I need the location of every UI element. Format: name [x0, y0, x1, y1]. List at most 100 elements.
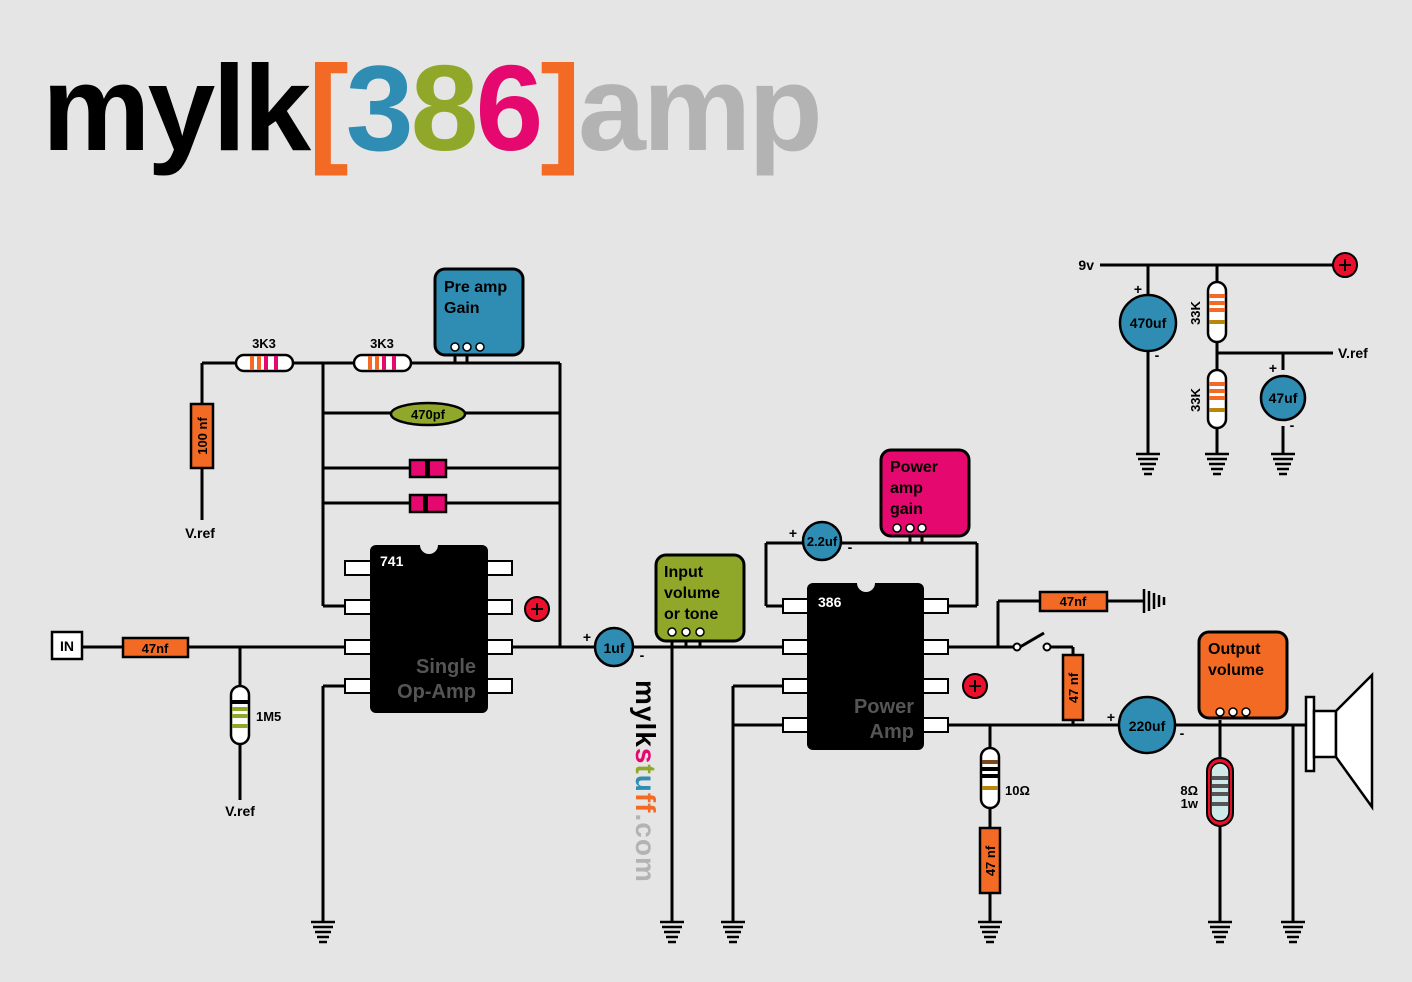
- minus-sign: -: [640, 647, 645, 663]
- ground-icon: [1203, 440, 1231, 476]
- vref-label-3: V.ref: [1338, 345, 1368, 361]
- chip-741-name-2: Op-Amp: [397, 681, 476, 703]
- pot-power-label-2: amp: [890, 480, 923, 497]
- diode-1: [408, 458, 448, 479]
- pot-output-label-1: Output: [1208, 641, 1261, 658]
- title-bracket-left: [: [308, 40, 348, 176]
- plus-sign: +: [1269, 360, 1277, 376]
- capacitor-47nf-input-label: 47nf: [142, 641, 169, 656]
- chip-386-name-1: Power: [854, 696, 914, 718]
- capacitor-100nf-label: 100 nf: [195, 417, 210, 455]
- capacitor-470uf-label: 470uf: [1130, 315, 1167, 331]
- capacitor-220uf: 220uf + -: [1107, 695, 1185, 755]
- resistor-3k3-b-label: 3K3: [370, 336, 394, 351]
- resistor-1w-label: 1w: [1181, 796, 1199, 811]
- ground-icon: [1130, 587, 1166, 615]
- capacitor-1uf: 1uf + -: [583, 626, 645, 668]
- capacitor-100nf: 100 nf: [189, 402, 215, 470]
- ground-icon: [1279, 908, 1307, 944]
- resistor-1m5: 1M5: [229, 684, 281, 746]
- pot-preamp-label-2: Gain: [444, 300, 480, 317]
- title-digit-3: 3: [346, 40, 411, 176]
- plus-sign: +: [1134, 281, 1142, 297]
- capacitor-470uf: 470uf + -: [1118, 281, 1178, 363]
- resistor-3k3-a: 3K3: [234, 336, 295, 373]
- resistor-33k-a-label: 33K: [1188, 300, 1203, 324]
- pot-preamp-gain: Pre amp Gain: [433, 267, 525, 357]
- title-amp: amp: [578, 40, 820, 176]
- ground-icon: [309, 908, 337, 944]
- pot-preamp-label-1: Pre amp: [444, 279, 507, 296]
- capacitor-47nf-top: 47nf: [1038, 590, 1109, 613]
- chip-741-name-1: Single: [416, 656, 476, 678]
- resistor-3k3-b: 3K3: [352, 336, 413, 373]
- watermark: mylkstuff.com: [630, 680, 661, 883]
- capacitor-47uf-label: 47uf: [1269, 390, 1298, 406]
- vref-label-1: V.ref: [185, 525, 215, 541]
- resistor-33k-b: 33K: [1188, 368, 1228, 430]
- pot-input-label-2: volume: [664, 585, 720, 602]
- chip-386-id: 386: [818, 594, 842, 610]
- resistor-1m5-label: 1M5: [256, 709, 281, 724]
- capacitor-47nf-low-label: 47 nf: [983, 845, 998, 876]
- speaker-icon: [1304, 671, 1374, 811]
- capacitor-47nf-top-label: 47nf: [1060, 594, 1087, 609]
- pot-power-label-3: gain: [890, 501, 923, 518]
- title-mylk: mylk: [42, 40, 311, 176]
- capacitor-2-2uf: 2.2uf + -: [789, 520, 853, 562]
- ground-icon: [976, 908, 1004, 944]
- pot-power-amp-gain: Power amp gain: [879, 448, 971, 538]
- resistor-10ohm-label: 10Ω: [1005, 783, 1030, 798]
- resistor-33k-a: 33K: [1188, 280, 1228, 344]
- ground-icon: [658, 908, 686, 944]
- input-label: IN: [60, 638, 74, 654]
- minus-sign: -: [1290, 417, 1295, 433]
- plus-sign: +: [789, 525, 797, 541]
- minus-sign: -: [1180, 725, 1185, 741]
- 9v-label: 9v: [1078, 257, 1094, 273]
- title-digit-6: 6: [475, 40, 540, 176]
- capacitor-470pf: 470pf: [389, 401, 467, 427]
- pot-output-label-2: volume: [1208, 662, 1264, 679]
- ground-icon: [1134, 440, 1162, 476]
- power-plus-icon: [524, 596, 550, 622]
- capacitor-47nf-low: 47 nf: [978, 826, 1002, 895]
- chip-386: 386 Power Amp: [782, 574, 949, 750]
- pot-input-volume: Input volume or tone: [654, 553, 746, 643]
- capacitor-470pf-label: 470pf: [411, 407, 446, 422]
- capacitor-47nf-input: 47nf: [121, 636, 190, 659]
- capacitor-47uf: 47uf + -: [1259, 360, 1307, 433]
- ground-icon: [1206, 908, 1234, 944]
- title-digit-8: 8: [411, 40, 476, 176]
- pot-power-label-1: Power: [890, 459, 938, 476]
- svg-text:mylk[386]amp: mylk[386]amp: [42, 40, 820, 176]
- ground-icon: [719, 908, 747, 944]
- switch: [1012, 642, 1052, 652]
- capacitor-220uf-label: 220uf: [1129, 718, 1166, 734]
- minus-sign: -: [1155, 347, 1160, 363]
- capacitor-2-2uf-label: 2.2uf: [807, 534, 838, 549]
- pot-input-label-3: or tone: [664, 606, 718, 623]
- ground-icon: [1269, 440, 1297, 476]
- plus-sign: +: [583, 629, 591, 645]
- resistor-3k3-a-label: 3K3: [252, 336, 276, 351]
- vref-label-2: V.ref: [225, 803, 255, 819]
- plus-sign: +: [1107, 709, 1115, 725]
- chip-741: 741 Single Op-Amp: [344, 536, 513, 713]
- pot-input-label-1: Input: [664, 564, 704, 581]
- pot-output-volume: Output volume: [1197, 630, 1289, 720]
- capacitor-1uf-label: 1uf: [604, 640, 625, 656]
- power-plus-icon: [1332, 252, 1358, 278]
- resistor-8ohm-label: 8Ω: [1180, 783, 1198, 798]
- resistor-10ohm: 10Ω: [979, 746, 1030, 810]
- resistor-33k-b-label: 33K: [1188, 387, 1203, 411]
- minus-sign: -: [848, 539, 853, 555]
- power-plus-icon: [962, 673, 988, 699]
- capacitor-47nf-vertical-label: 47 nf: [1066, 672, 1081, 703]
- capacitor-47nf-vertical: 47 nf: [1061, 653, 1085, 722]
- resistor-8ohm: 8Ω 1w: [1180, 757, 1234, 827]
- diode-2: [408, 493, 448, 514]
- chip-386-name-2: Amp: [870, 721, 914, 743]
- title-bracket-right: ]: [540, 40, 578, 176]
